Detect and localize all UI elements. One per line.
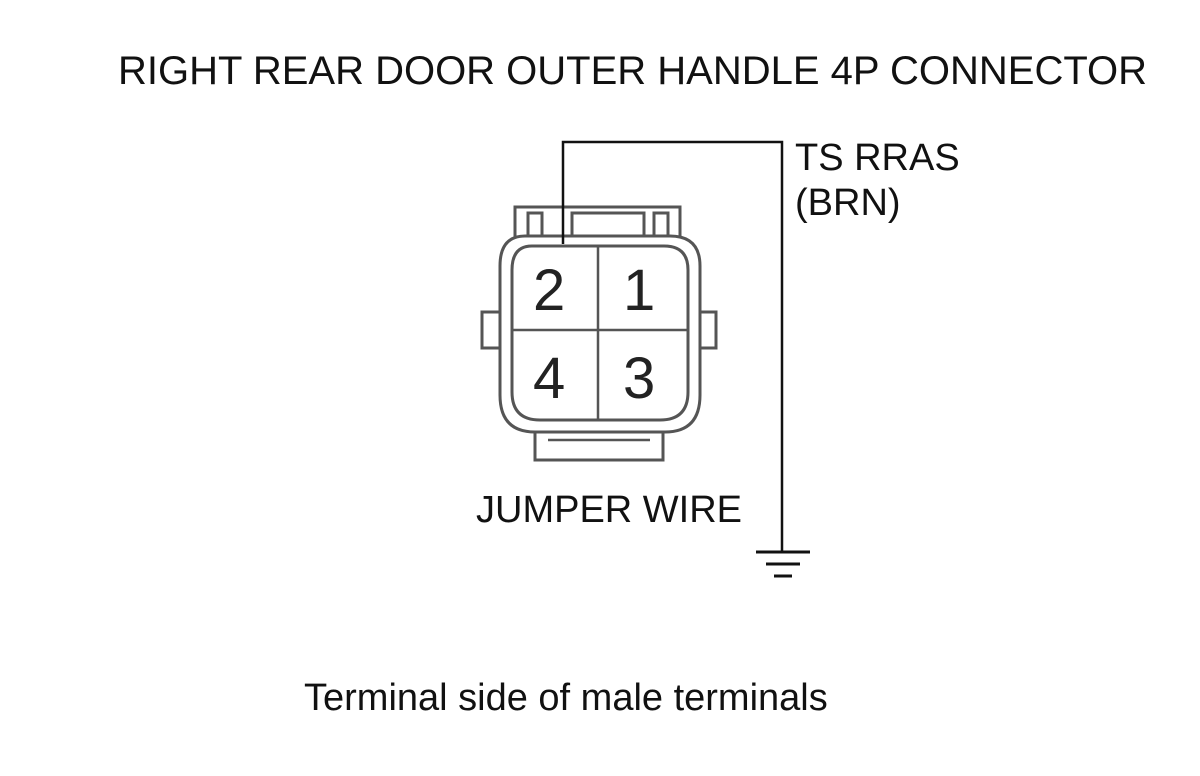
wire-color-label: (BRN) xyxy=(795,182,901,224)
wire-name-label: TS RRAS xyxy=(795,137,960,179)
pin-4-label: 4 xyxy=(533,346,565,411)
ground-symbol-icon xyxy=(756,550,810,578)
jumper-wire xyxy=(561,140,784,552)
pin-3-label: 3 xyxy=(623,346,655,411)
connector-cavity xyxy=(510,244,690,422)
connector-4p: 2 1 4 3 xyxy=(480,205,718,462)
diagram-caption: Terminal side of male terminals xyxy=(304,677,828,719)
diagram-title: RIGHT REAR DOOR OUTER HANDLE 4P CONNECTO… xyxy=(118,49,1147,93)
pin-2-label: 2 xyxy=(533,258,565,323)
pin-1-label: 1 xyxy=(623,258,655,323)
jumper-wire-label: JUMPER WIRE xyxy=(476,489,742,531)
